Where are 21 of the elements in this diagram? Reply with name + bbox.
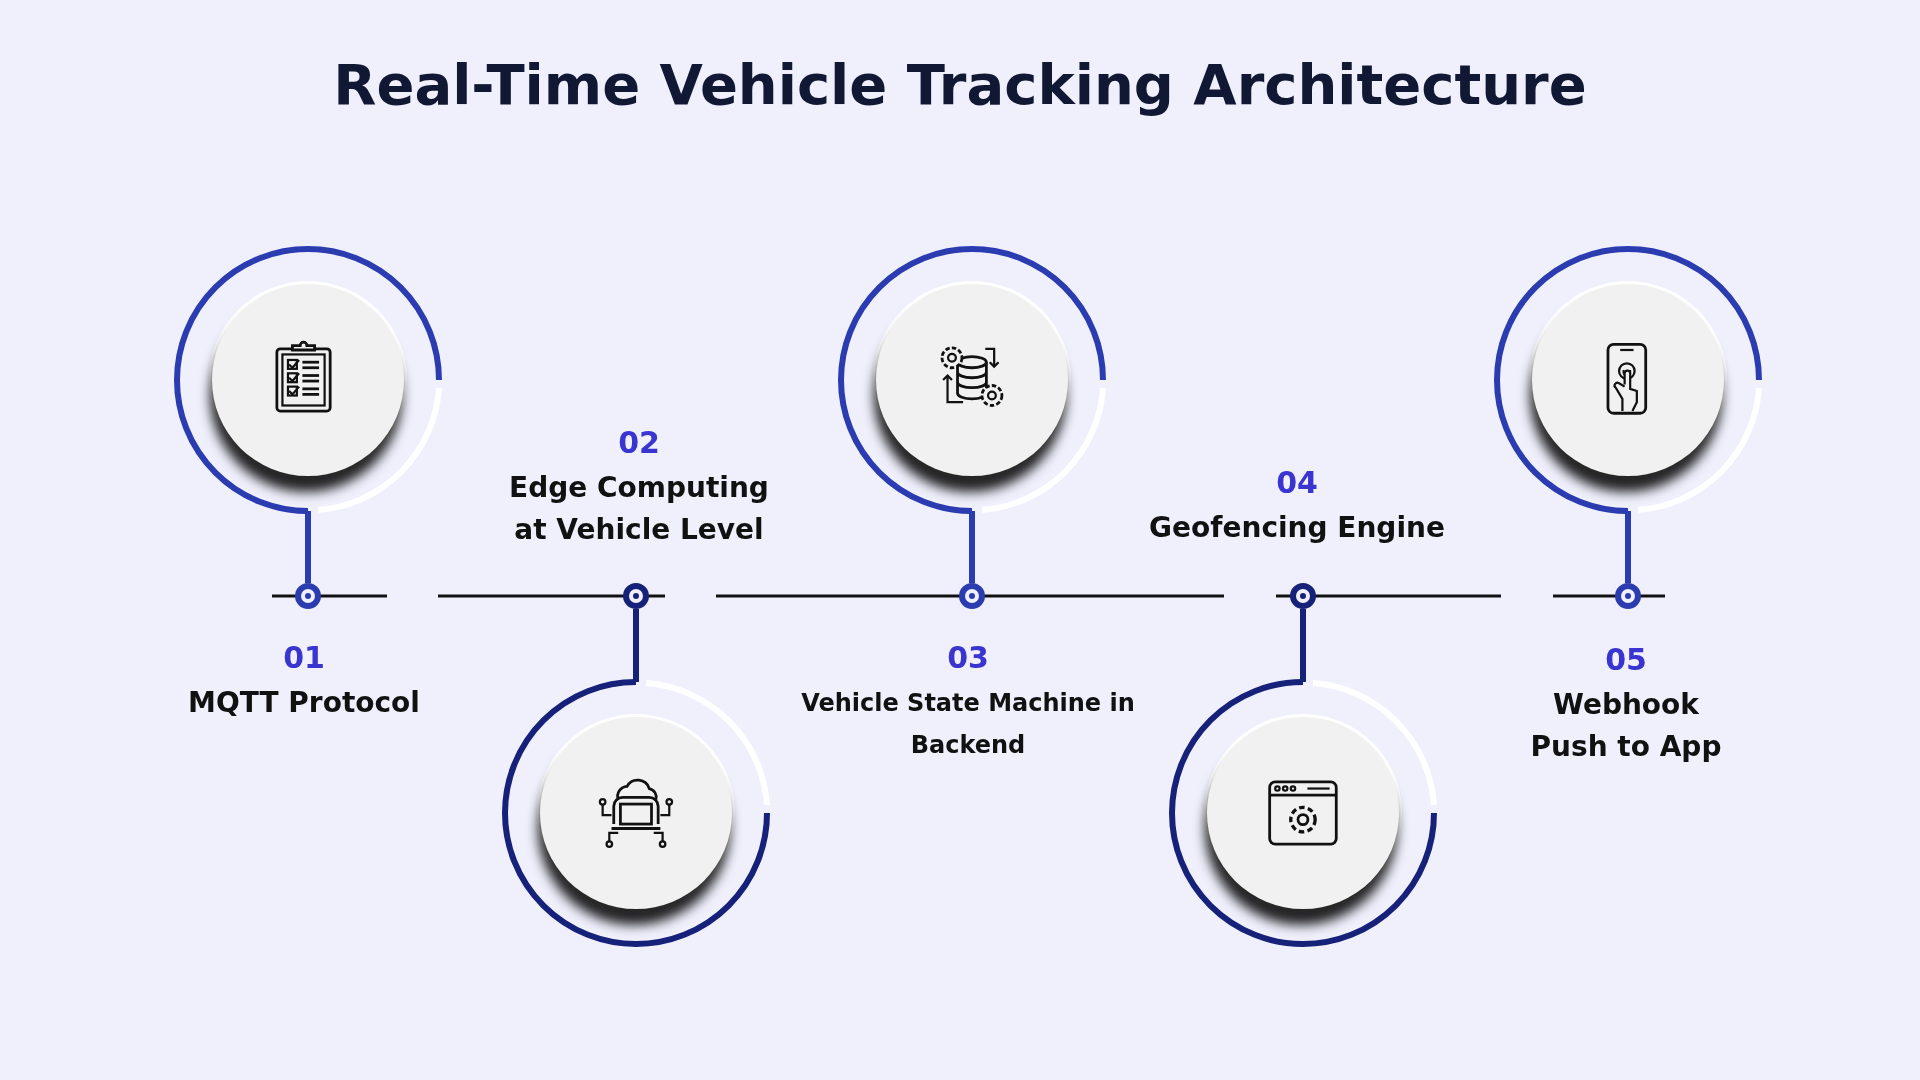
connector-line: [1625, 511, 1631, 583]
timeline-dot: [295, 583, 321, 609]
connector-line: [969, 511, 975, 583]
step-title: MQTT Protocol: [187, 685, 421, 721]
timeline-dot: [959, 583, 985, 609]
step-title: Vehicle State Machine in Backend: [800, 688, 1136, 761]
step-number: 05: [1604, 642, 1648, 677]
timeline-dot: [1615, 583, 1641, 609]
connector-line: [633, 609, 639, 682]
step-title: Edge Computing at Vehicle Level: [508, 470, 770, 548]
timeline-dot: [623, 583, 649, 609]
connector-line: [305, 511, 311, 583]
timeline-dot: [1290, 583, 1316, 609]
step-number: 01: [282, 640, 326, 675]
step-title: Geofencing Engine: [1148, 510, 1446, 546]
step-title: Webhook Push to App: [1529, 687, 1723, 765]
step-number: 02: [617, 425, 661, 460]
diagram-title: Real-Time Vehicle Tracking Architecture: [332, 52, 1588, 117]
step-number: 04: [1275, 465, 1319, 500]
step-number: 03: [946, 640, 990, 675]
connector-line: [1300, 609, 1306, 682]
